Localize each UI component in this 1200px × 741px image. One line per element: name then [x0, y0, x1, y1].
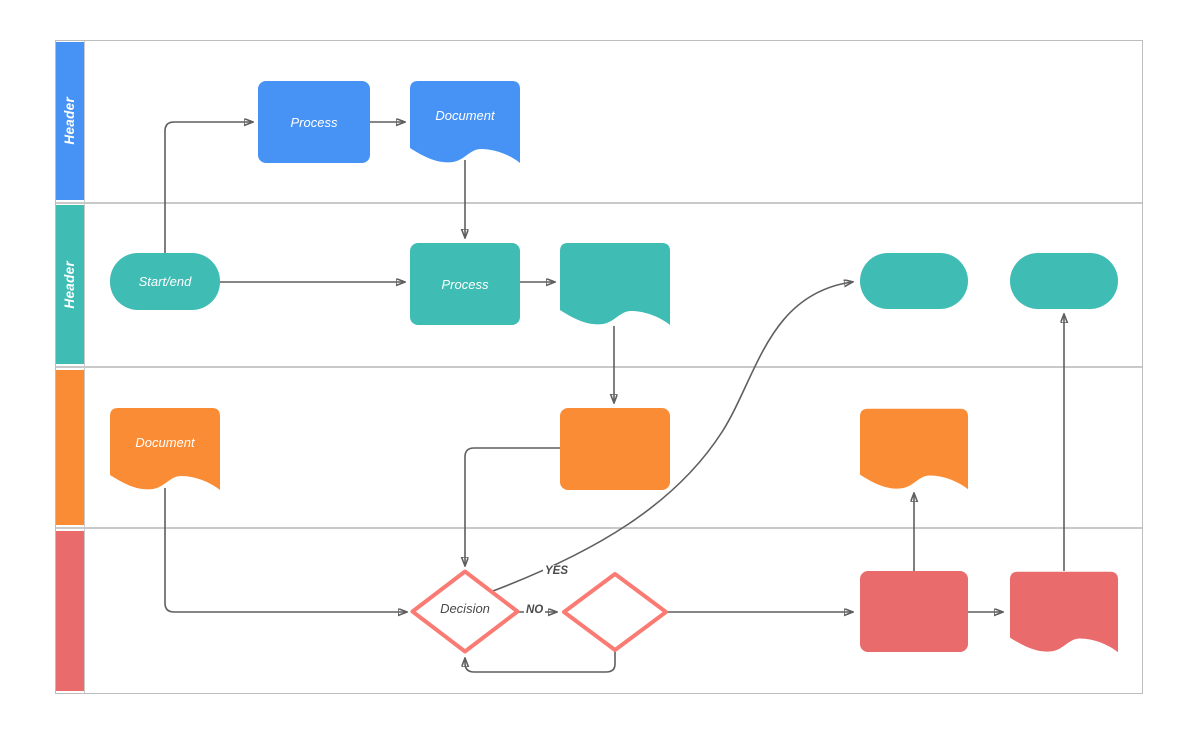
edge-label-yes: YES [543, 565, 571, 578]
node-teal-document [560, 243, 670, 329]
node-start-end: Start/end [110, 253, 220, 310]
node-teal-process: Process [410, 243, 520, 325]
lane-divider [56, 202, 1142, 204]
decision-diamond [562, 572, 668, 652]
node-decision-label: Decision [440, 601, 490, 616]
node-decision-2 [560, 570, 670, 654]
document-shape [1010, 571, 1118, 653]
node-decision: Decision [408, 567, 522, 656]
node-orange-document-left-label: Document [135, 435, 195, 450]
node-blue-document: Document [410, 81, 520, 167]
node-blue-document-label: Document [435, 108, 495, 123]
document-shape [110, 408, 220, 490]
edge-decision-yes-to-terminator [492, 282, 852, 592]
node-red-process [860, 571, 968, 652]
node-red-document [1010, 571, 1118, 657]
node-orange-document-right [860, 408, 968, 494]
edge-label-no: NO [524, 604, 546, 617]
node-orange-process [560, 408, 670, 490]
lane-header-1: Header [56, 42, 84, 200]
node-orange-document-left: Document [110, 408, 220, 494]
lane-header-4 [56, 531, 84, 691]
lane-divider [56, 527, 1142, 529]
edge-startend-to-blue-process [164, 122, 252, 253]
decision-diamond [410, 569, 520, 654]
lane-header-2: Header [56, 205, 84, 364]
document-shape [560, 243, 670, 325]
lane-header-3 [56, 370, 84, 525]
edge-orange-process-to-decision [465, 447, 560, 565]
node-blue-process: Process [258, 81, 370, 163]
document-shape [410, 81, 520, 163]
lane-divider [56, 366, 1142, 368]
lane-header-column-divider [83, 41, 86, 693]
document-shape [860, 408, 968, 490]
node-blue-process-label: Process [290, 114, 338, 130]
edge-decision2-loop-to-decision [465, 650, 616, 673]
node-teal-process-label: Process [441, 276, 489, 292]
node-teal-terminator-1 [860, 253, 968, 309]
node-start-end-label: Start/end [138, 274, 192, 289]
edge-orange-document-to-decision [164, 488, 406, 612]
node-teal-terminator-2 [1010, 253, 1118, 309]
